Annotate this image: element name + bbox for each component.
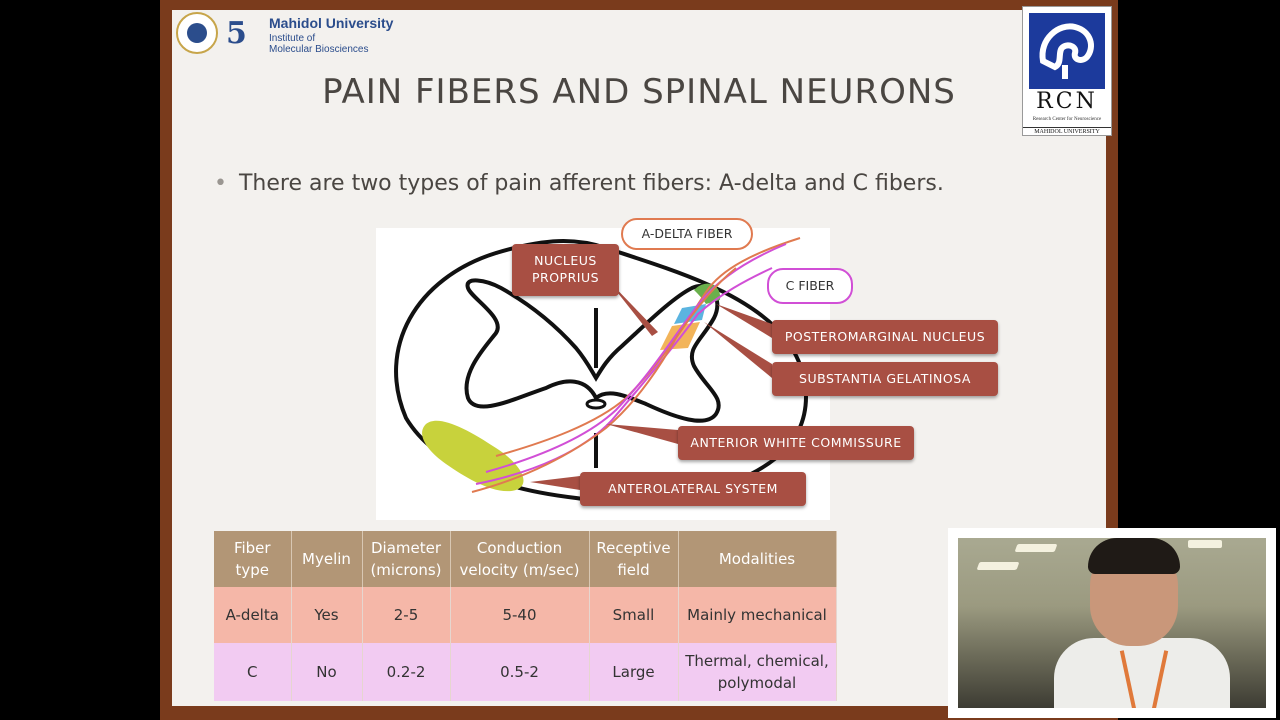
cell-modalities: Mainly mechanical [678, 587, 837, 643]
central-canal [585, 398, 607, 410]
a-delta-fiber-line [495, 237, 801, 457]
a-delta-fiber-label: A-DELTA FIBER [621, 218, 753, 250]
anterolateral-system-label: ANTEROLATERAL SYSTEM [580, 472, 806, 506]
anterolateral-region [422, 420, 524, 492]
rcn-subtitle: Research Center for Neuroscience [1032, 117, 1102, 122]
nucleus-proprius-line-2: PROPRIUS [531, 270, 600, 285]
substantia-gelatinosa-label: SUBSTANTIA GELATINOSA [772, 362, 998, 396]
anterolateral-pointer [530, 476, 580, 490]
table-row: C No 0.2-2 0.5-2 Large Thermal, chemical… [214, 643, 837, 701]
anterior-white-commissure-label: ANTERIOR WHITE COMMISSURE [678, 426, 914, 460]
header-modalities: Modalities [678, 531, 837, 587]
rcn-text: RCN [1036, 89, 1098, 114]
grey-matter [464, 278, 721, 423]
cell-fiber-type: C [214, 643, 292, 701]
slide-title: PAIN FIBERS AND SPINAL NEURONS [322, 72, 956, 112]
ceiling-light [976, 562, 1020, 570]
institute-line-1: Institute of [269, 33, 316, 44]
spinal-cord-svg [394, 237, 808, 504]
cell-myelin: Yes [291, 587, 363, 643]
header-diameter: Diameter(microns) [362, 531, 451, 587]
rcn-logo: RCN Research Center for Neuroscience MAH… [1022, 6, 1112, 136]
cell-fiber-type: A-delta [214, 587, 292, 643]
cell-myelin: No [291, 643, 363, 701]
cell-velocity: 0.5-2 [450, 643, 590, 701]
institute-line-2: Molecular Biosciences [269, 44, 369, 55]
table-row: A-delta Yes 2-5 5-40 Small Mainly mechan… [214, 587, 837, 643]
cell-receptive-field: Large [589, 643, 679, 701]
nucleus-proprius-line-1: NUCLEUS [534, 253, 597, 268]
proprius-pointer [606, 278, 658, 336]
cell-diameter: 2-5 [362, 587, 451, 643]
c-fiber-line-1 [485, 243, 787, 473]
rcn-university: MAHIDOL UNIVERSITY [1023, 127, 1111, 135]
cell-velocity: 5-40 [450, 587, 590, 643]
ceiling-light [1014, 544, 1058, 552]
nucleus-proprius-label: NUCLEUS PROPRIUS [512, 244, 619, 296]
cell-receptive-field: Small [589, 587, 679, 643]
bullet-dot-icon: • [214, 171, 227, 196]
posteromarginal-label: POSTEROMARGINAL NUCLEUS [772, 320, 998, 354]
commissure-pointer [606, 424, 678, 444]
presenter-body [1054, 638, 1230, 708]
gelatinosa-pointer [704, 322, 772, 378]
c-fiber-label: C FIBER [767, 268, 853, 304]
bullet-text: There are two types of pain afferent fib… [238, 171, 944, 196]
bullet-point: • There are two types of pain afferent fi… [214, 171, 944, 196]
a-delta-fiber-line-2 [471, 267, 737, 493]
ceiling-light [1188, 540, 1222, 548]
institute-name: Institute of Molecular Biosciences [269, 33, 369, 55]
presenter-hair [1088, 538, 1180, 574]
header-myelin: Myelin [291, 531, 363, 587]
cell-diameter: 0.2-2 [362, 643, 451, 701]
c-fiber-line-2 [475, 267, 773, 485]
cell-modalities: Thermal, chemical,polymodal [678, 643, 837, 701]
university-seal-logo [176, 12, 218, 54]
webcam-video [958, 538, 1266, 708]
posteromarginal-pointer [716, 304, 772, 338]
university-name: Mahidol University [269, 15, 394, 31]
rcn-brain-icon [1029, 13, 1105, 89]
anniversary-logo: 5 [226, 16, 247, 51]
spinal-cord-diagram [376, 228, 830, 520]
